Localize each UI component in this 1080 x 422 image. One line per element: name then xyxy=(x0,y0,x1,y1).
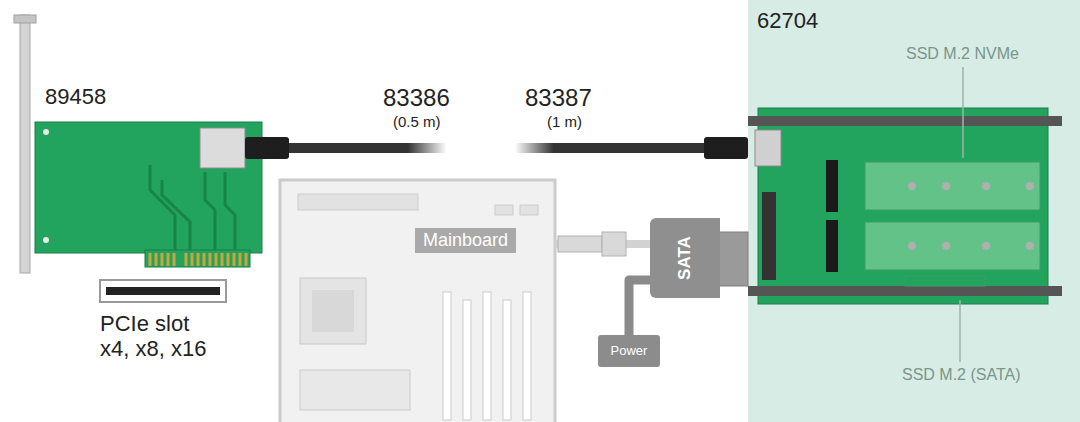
pcie-slot xyxy=(100,280,226,302)
sff-cable xyxy=(262,143,748,153)
mainboard-sata-plug-head xyxy=(602,232,626,256)
card-hole xyxy=(43,237,49,243)
cpu-socket xyxy=(300,278,366,344)
callout-label: SSD M.2 (SATA) xyxy=(902,366,1021,384)
chipset xyxy=(300,370,410,410)
product-panel: 62704 xyxy=(748,0,1080,422)
part-number: 89458 xyxy=(45,84,106,109)
sata-m2-outline xyxy=(905,276,985,286)
standoffs xyxy=(908,182,1034,250)
gold-fingers xyxy=(150,253,246,266)
cable-length: (1 m) xyxy=(547,113,582,130)
callout-label: SSD M.2 NVMe xyxy=(906,45,1019,63)
io-strip xyxy=(298,194,418,210)
bracket-tab xyxy=(14,15,36,23)
board-label: Mainboard xyxy=(415,228,516,253)
card-sff-socket xyxy=(200,128,245,168)
m2-connector xyxy=(826,220,838,272)
board-sata-socket xyxy=(762,192,776,280)
board-sff-socket xyxy=(755,130,781,166)
card-hole xyxy=(43,129,49,135)
part-number: 83386 xyxy=(383,84,450,112)
product-panel xyxy=(748,0,1080,422)
sata-plug-nose xyxy=(718,232,748,286)
m2-slot xyxy=(865,162,1040,210)
header xyxy=(495,205,513,215)
card-bracket xyxy=(20,15,30,273)
m2-connector xyxy=(826,160,838,212)
cable-length: (0.5 m) xyxy=(393,113,441,130)
expansion-slots xyxy=(443,292,531,420)
cable-plug xyxy=(245,137,289,159)
slot-caption: PCIe slot x4, x8, x16 xyxy=(100,311,218,362)
adapter-board xyxy=(758,108,1048,304)
part-number: 62704 xyxy=(757,8,818,33)
pcie-card: 89458 xyxy=(35,122,262,253)
card-edge xyxy=(145,250,250,267)
header xyxy=(520,205,538,215)
connector-label: Power xyxy=(611,344,648,359)
mount-rail xyxy=(748,286,1062,296)
mainboard xyxy=(280,180,555,422)
mount-rail xyxy=(748,116,1062,126)
card-traces xyxy=(150,165,235,250)
power-wires xyxy=(629,280,650,335)
m2-slot xyxy=(865,222,1040,270)
cable-plug xyxy=(704,137,748,159)
part-number: 83387 xyxy=(525,84,592,112)
mainboard: Mainboard xyxy=(280,180,555,422)
mainboard-sata-plug xyxy=(558,236,602,252)
pcie-slot-opening xyxy=(106,287,220,295)
power-connector: Power xyxy=(598,335,660,367)
pcie-card xyxy=(35,122,262,253)
leader-line xyxy=(962,67,964,158)
leader-line xyxy=(959,300,961,362)
connector-label: SATA xyxy=(675,236,695,280)
cpu-core xyxy=(312,290,354,332)
sata-connector: SATA xyxy=(650,218,720,298)
